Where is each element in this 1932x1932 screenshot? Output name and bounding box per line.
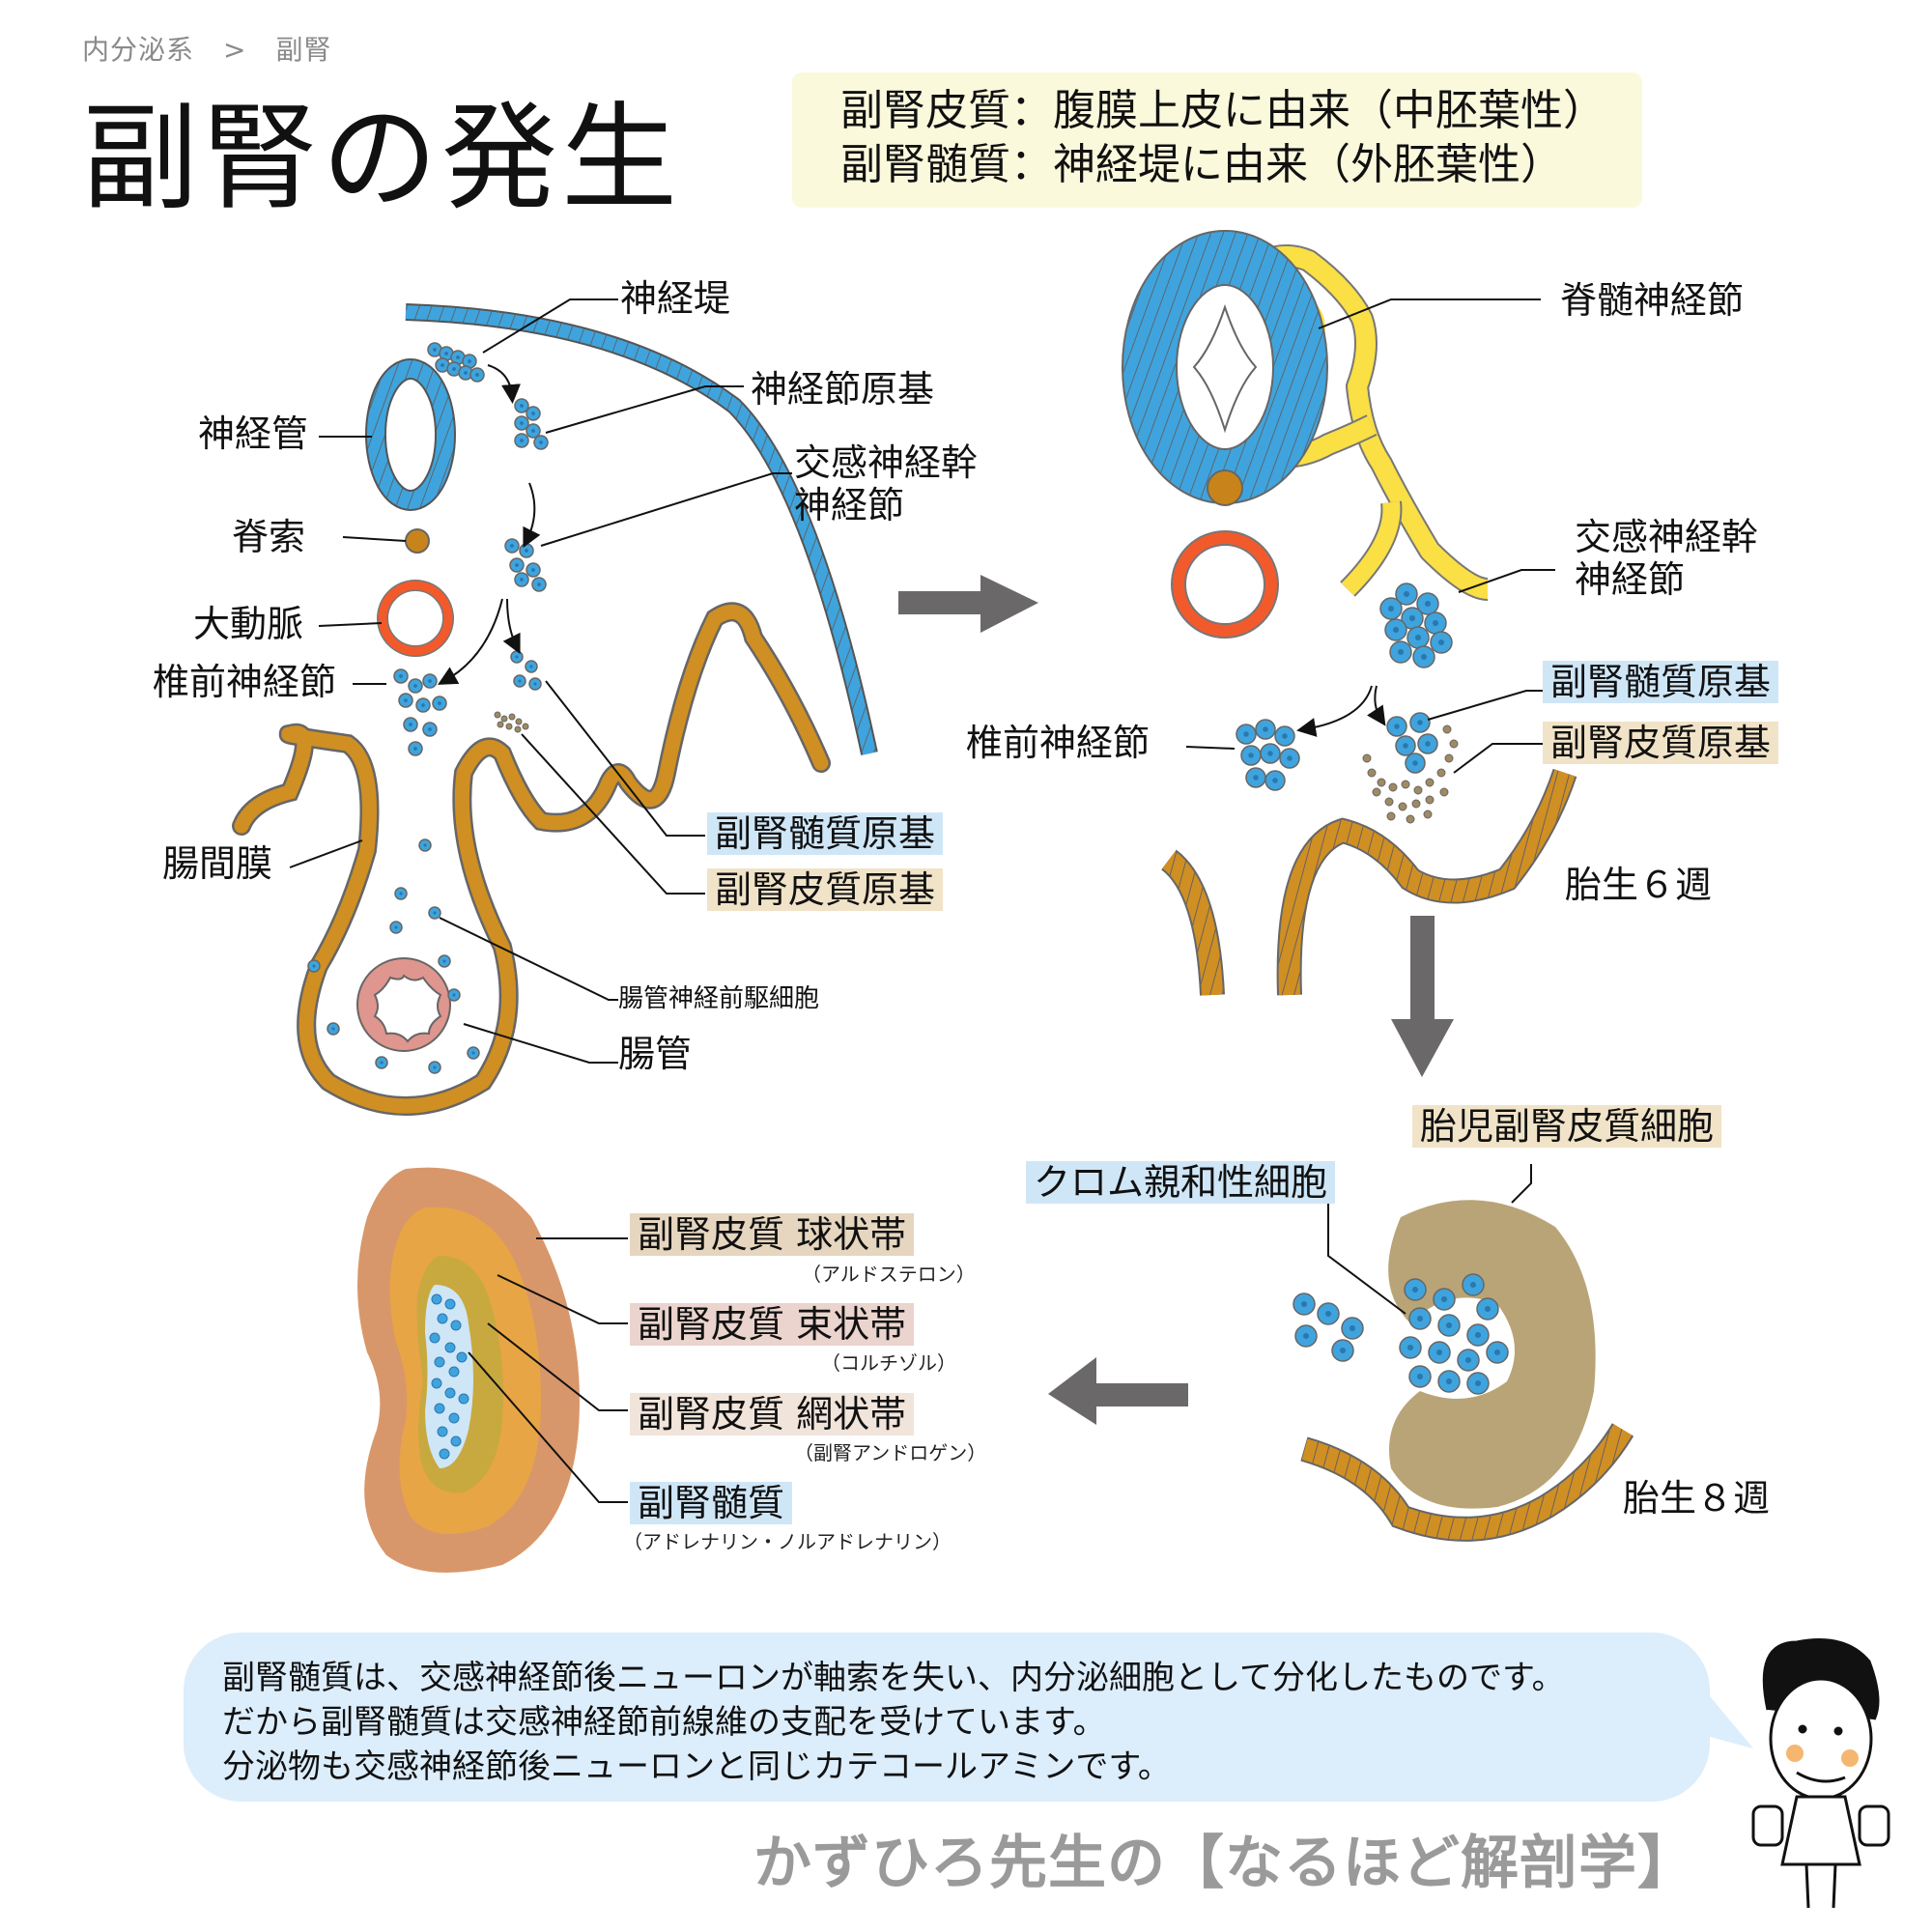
panel-6-weeks [1122, 230, 1577, 996]
highlight-text: 副腎皮質原基 [1543, 722, 1779, 764]
label-aorta: 大動脈 [193, 603, 304, 645]
label-zona-reticularis: 副腎皮質 網状帯 [630, 1393, 915, 1436]
highlight-text: 副腎髄質原基 [707, 812, 944, 855]
brand-footer: かずひろ先生の【なるほど解剖学】 [753, 1830, 1696, 1897]
speech-bubble: 副腎髄質は、交感神経節後ニューロンが軸索を失い、内分泌細胞として分化したものです… [184, 1633, 1710, 1802]
breadcrumb-item-adrenal: 副腎 [275, 34, 332, 66]
migration-arrows [1296, 685, 1386, 737]
medulla-cells [429, 1293, 469, 1460]
page-title: 副腎の発生 [82, 92, 681, 226]
label-sympathetic-trunk-ganglion: 交感神経幹 神経節 [1575, 516, 1759, 601]
fetal-cortex-mass [1388, 1200, 1596, 1509]
neural-crest-cells [307, 342, 549, 1074]
label-notochord: 脊索 [232, 516, 306, 558]
arrow-right-icon [898, 575, 1038, 633]
panel-8-weeks [1293, 1164, 1634, 1542]
label-hormone-aldosterone: （アルドステロン） [802, 1263, 976, 1286]
arrow-left-icon [1048, 1357, 1188, 1425]
highlight-text: 副腎皮質原基 [707, 868, 944, 911]
label-medulla-primordium: 副腎髄質原基 [1543, 661, 1779, 704]
summary-box: 副腎皮質：腹膜上皮に由来（中胚葉性） 副腎髄質：神経堤に由来（外胚葉性） [792, 72, 1642, 208]
label-line: 神経節 [794, 483, 905, 526]
label-spinal-ganglion: 脊髄神経節 [1560, 279, 1745, 322]
panel4-leader-lines [468, 1237, 628, 1503]
label-chromaffin-cells: クロム親和性細胞 [1026, 1161, 1336, 1205]
label-cortex-primordium: 副腎皮質原基 [707, 868, 944, 912]
label-preaortic-ganglion: 椎前神経節 [153, 661, 337, 703]
speech-line: 分泌物も交感神経節後ニューロンと同じカテコールアミンです。 [222, 1747, 1171, 1786]
notochord [405, 528, 430, 554]
panel-mature-adrenal [357, 1167, 628, 1573]
speech-line: 副腎髄質は、交感神経節後ニューロンが軸索を失い、内分泌細胞として分化したものです… [222, 1659, 1565, 1697]
label-enteric-neural-precursor: 腸管神経前駆細胞 [618, 984, 820, 1013]
highlight-text: 副腎皮質 球状帯 [630, 1213, 915, 1256]
notochord [1207, 469, 1243, 506]
label-zona-fasciculata: 副腎皮質 束状帯 [630, 1303, 915, 1347]
highlight-text: クロム親和性細胞 [1026, 1161, 1336, 1204]
cortex-primordium-cells [494, 711, 529, 733]
breadcrumb-item-endocrine[interactable]: 内分泌系 [82, 34, 195, 66]
label-line: 神経節 [1575, 557, 1686, 601]
label-fetal-cortex-cells: 胎児副腎皮質細胞 [1412, 1105, 1722, 1149]
label-neural-tube: 神経管 [198, 412, 309, 455]
speech-line: だから副腎髄質は交感神経節前線維の支配を受けています。 [222, 1703, 1106, 1742]
panel1-leader-lines [289, 298, 792, 1064]
breadcrumb-separator: > [223, 34, 247, 66]
label-gut-tube: 腸管 [618, 1033, 693, 1075]
adrenal-medulla [425, 1285, 473, 1468]
mascot-illustration [1751, 1638, 1890, 1909]
summary-cortex-origin: 副腎皮質：腹膜上皮に由来（中胚葉性） [840, 86, 1605, 135]
label-adrenal-medulla: 副腎髄質 [630, 1482, 793, 1525]
sympathetic-ganglion-cells [1236, 582, 1453, 791]
chromaffin-cells [1293, 1273, 1509, 1395]
label-medulla-primordium: 副腎髄質原基 [707, 812, 944, 856]
arrow-down-icon [1391, 916, 1454, 1077]
breadcrumb: 内分泌系 > 副腎 [82, 29, 361, 68]
label-ganglion-primordium: 神経節原基 [751, 368, 935, 411]
label-zona-glomerulosa: 副腎皮質 球状帯 [630, 1213, 915, 1257]
label-sympathetic-trunk-ganglion: 交感神経幹 神経節 [794, 441, 979, 526]
label-line: 交感神経幹 [794, 441, 979, 484]
label-stage-6-weeks: 胎生６週 [1565, 864, 1713, 906]
label-hormone-cortisol: （コルチゾル） [821, 1351, 956, 1375]
highlight-text: 胎児副腎皮質細胞 [1412, 1105, 1722, 1148]
label-stage-8-weeks: 胎生８週 [1623, 1477, 1771, 1520]
panel2-leader-lines [1185, 298, 1555, 774]
label-cortex-primordium: 副腎皮質原基 [1543, 722, 1779, 765]
adrenal-cortex-primordium-cells [1362, 724, 1459, 824]
label-neural-crest: 神経堤 [620, 277, 731, 320]
summary-medulla-origin: 副腎髄質：神経堤に由来（外胚葉性） [840, 140, 1563, 189]
label-mesentery: 腸間膜 [162, 842, 273, 885]
label-preaortic-ganglion: 椎前神経節 [966, 722, 1151, 764]
highlight-text: 副腎皮質 束状帯 [630, 1303, 915, 1346]
highlight-text: 副腎髄質原基 [1543, 661, 1779, 703]
label-hormone-androgen: （副腎アンドロゲン） [794, 1441, 987, 1464]
migration-arrows [438, 364, 541, 685]
label-line: 交感神経幹 [1575, 516, 1759, 558]
highlight-text: 副腎髄質 [630, 1482, 793, 1524]
panel3-leader-lines [1327, 1164, 1532, 1315]
label-hormone-catecholamines: （アドレナリン・ノルアドレナリン） [623, 1530, 952, 1553]
highlight-text: 副腎皮質 網状帯 [630, 1393, 915, 1435]
panel-early-embryo [232, 298, 878, 1116]
